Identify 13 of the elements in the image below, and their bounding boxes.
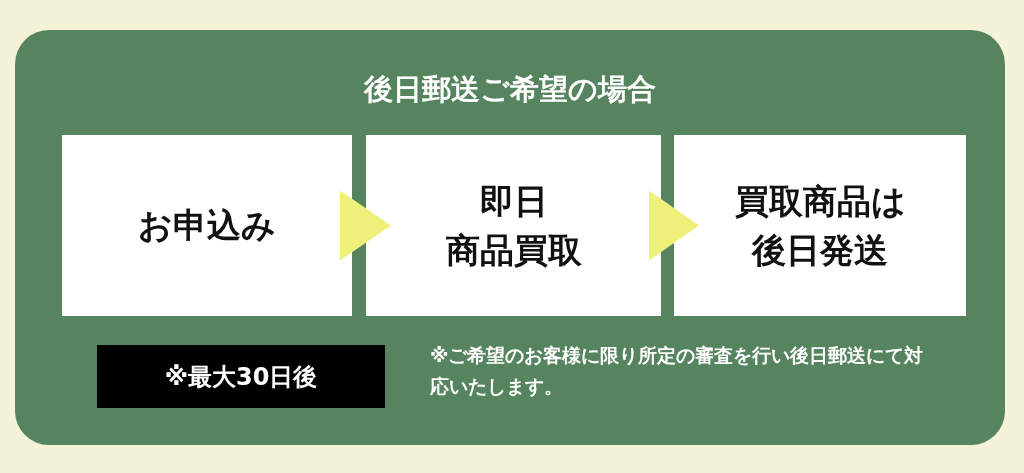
step-text: お申込み (137, 203, 277, 247)
period-badge (97, 345, 385, 408)
chevron-arrow (340, 190, 391, 261)
note-text: ※ご希望のお客様に限り所定の審査を行い後日郵送にて対応いたします。 (430, 343, 925, 400)
heading: 後日郵送ご希望の場合 (362, 71, 657, 108)
chevron-arrow (649, 190, 699, 261)
step-box (674, 135, 966, 316)
step-text: 即日商品買取 (444, 179, 583, 272)
panel-background (15, 30, 1005, 445)
step-box (366, 135, 661, 316)
step-box (62, 135, 352, 316)
step-text: ※最大30日後 (163, 361, 319, 393)
step-text: 買取商品は後日発送 (733, 179, 907, 272)
